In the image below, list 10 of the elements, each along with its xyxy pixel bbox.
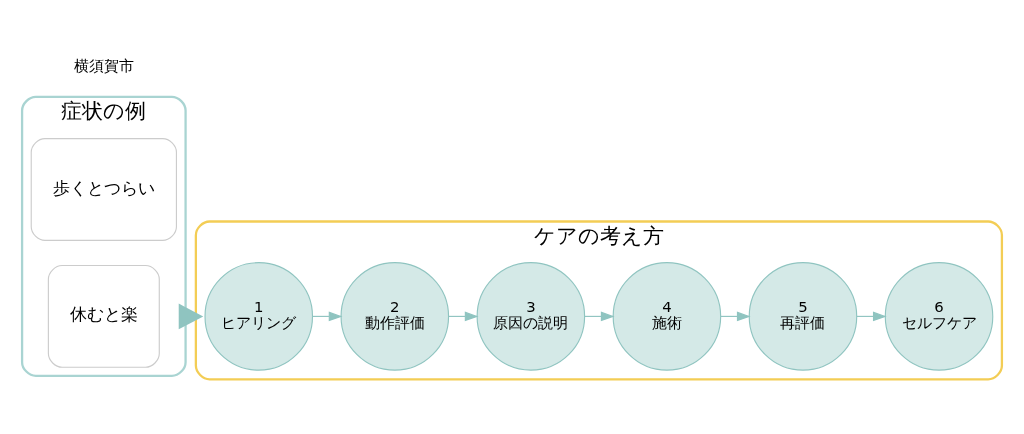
node-circle: 6 セルフケア xyxy=(884,261,994,371)
node-circle: 4 施術 xyxy=(612,261,722,371)
label: 横須賀市 xyxy=(73,56,134,75)
node-box: 休むと楽 xyxy=(47,264,160,368)
node-circle: 3 原因の説明 xyxy=(476,261,586,371)
node-circle: 2 動作評価 xyxy=(340,261,450,371)
arrow xyxy=(178,303,204,329)
node-box: 歩くとつらい xyxy=(30,137,177,241)
node-circle: 1 ヒアリング xyxy=(204,261,314,371)
node-circle: 5 再評価 xyxy=(748,261,858,371)
